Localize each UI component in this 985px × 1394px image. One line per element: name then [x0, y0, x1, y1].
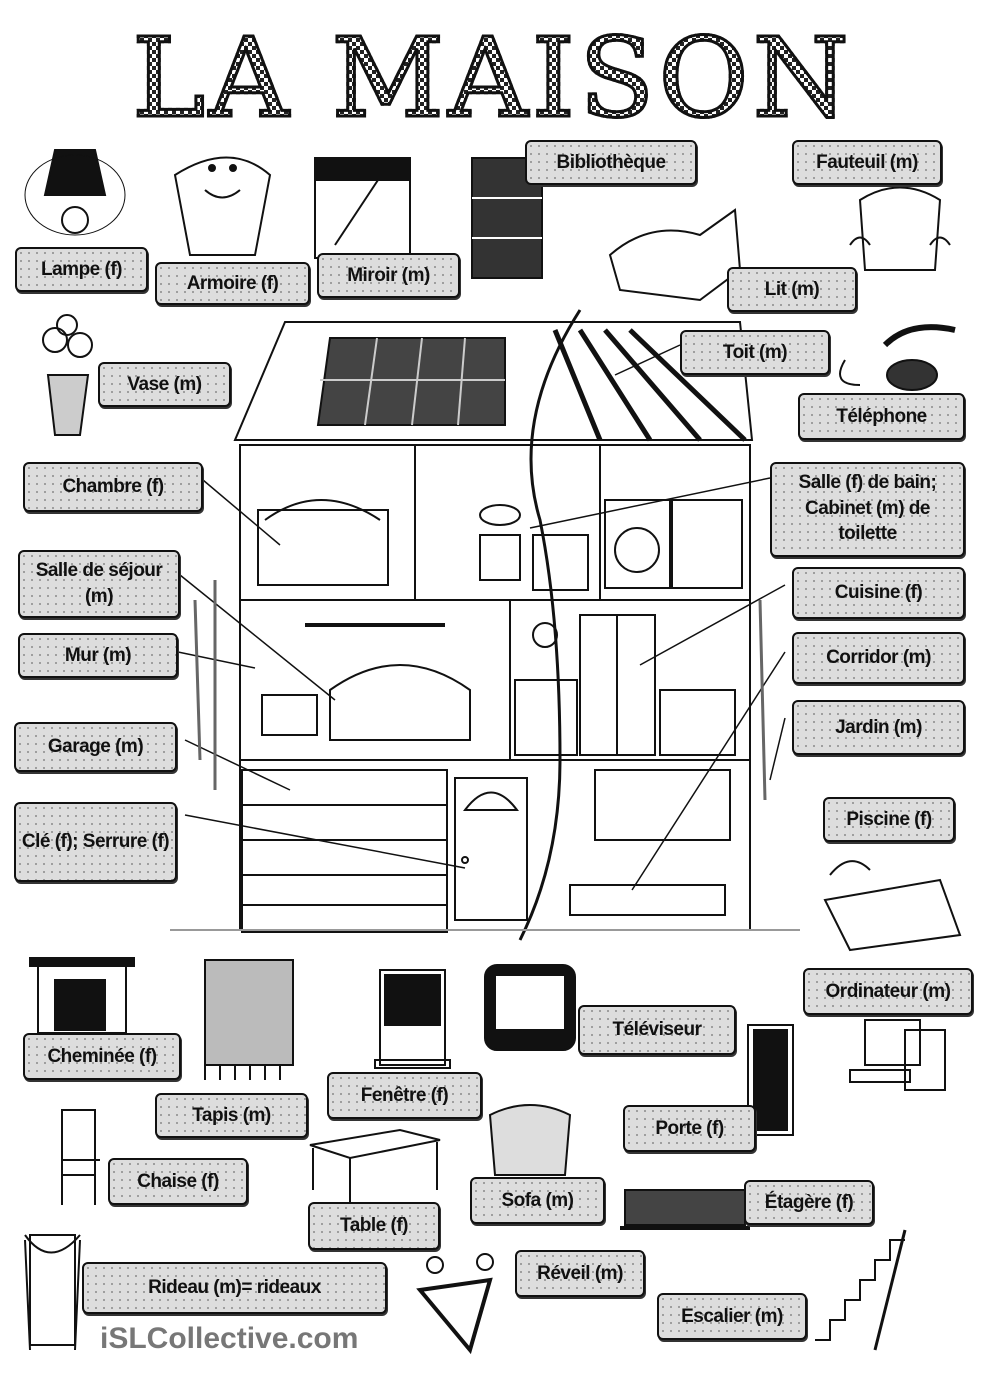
- roof-drawing: [233, 321, 754, 442]
- watermark: iSLCollective.com: [100, 1322, 359, 1355]
- label-rideau: Rideau (m)= rideaux: [82, 1262, 387, 1314]
- label-fauteuil: Fauteuil (m): [792, 140, 942, 185]
- label-lampe: Lampe (f): [15, 247, 148, 292]
- label-reveil: Réveil (m): [515, 1250, 645, 1297]
- vase-icon: [42, 314, 93, 436]
- label-garage: Garage (m): [14, 722, 177, 772]
- label-armoire: Armoire (f): [155, 262, 310, 305]
- label-piscine: Piscine (f): [823, 797, 955, 842]
- armchair-icon: [849, 186, 951, 271]
- pool-icon: [823, 860, 962, 952]
- label-salle-bain: Salle (f) de bain; Cabinet (m) de toilet…: [770, 462, 965, 557]
- label-ordinateur: Ordinateur (m): [803, 968, 973, 1015]
- label-vase: Vase (m): [98, 362, 231, 407]
- computer-icon: [849, 1019, 946, 1091]
- stairs-icon: [815, 1229, 907, 1351]
- label-escalier: Escalier (m): [657, 1293, 807, 1340]
- telephone-icon: [839, 324, 956, 391]
- label-cle-serrure: Clé (f); Serrure (f): [14, 802, 177, 882]
- alarm-clock-icon: [416, 1253, 494, 1355]
- label-lit: Lit (m): [727, 267, 857, 312]
- label-jardin: Jardin (m): [792, 700, 965, 755]
- bed-icon: [608, 208, 742, 302]
- label-tapis: Tapis (m): [155, 1093, 308, 1138]
- curtain-icon: [24, 1234, 81, 1351]
- label-fenetre: Fenêtre (f): [327, 1072, 482, 1119]
- label-salle-sejour: Salle de séjour (m): [18, 550, 180, 618]
- mirror-icon: [314, 157, 411, 259]
- label-table: Table (f): [308, 1202, 440, 1250]
- label-chambre: Chambre (f): [23, 462, 203, 512]
- label-chaise: Chaise (f): [108, 1158, 248, 1205]
- wardrobe-icon: [173, 156, 272, 256]
- sofa-icon: [488, 1104, 572, 1176]
- label-cheminee: Cheminée (f): [23, 1033, 181, 1080]
- label-toit: Toit (m): [680, 330, 830, 375]
- label-corridor: Corridor (m): [792, 632, 965, 684]
- page-title: LA MAISON: [0, 21, 985, 136]
- label-porte: Porte (f): [623, 1105, 756, 1152]
- label-telephone: Téléphone: [798, 393, 965, 440]
- carpet-icon: [204, 959, 294, 1080]
- label-televiseur: Téléviseur: [578, 1005, 736, 1055]
- label-cuisine: Cuisine (f): [792, 567, 965, 619]
- label-mur: Mur (m): [18, 633, 178, 678]
- door-icon: [747, 1024, 794, 1136]
- shelf-icon: [620, 1189, 750, 1230]
- table-icon: [309, 1128, 441, 1205]
- tv-icon: [484, 964, 576, 1051]
- label-miroir: Miroir (m): [317, 253, 460, 298]
- lamp-icon: [24, 149, 126, 236]
- fireplace-icon: [29, 957, 135, 1034]
- leader-lines: [177, 344, 786, 891]
- label-bibliotheque: Bibliothèque: [525, 140, 697, 185]
- chair-icon: [61, 1109, 100, 1205]
- label-sofa: Sofa (m): [470, 1177, 605, 1224]
- label-etagere: Étagère (f): [744, 1180, 874, 1225]
- window-icon: [374, 969, 451, 1069]
